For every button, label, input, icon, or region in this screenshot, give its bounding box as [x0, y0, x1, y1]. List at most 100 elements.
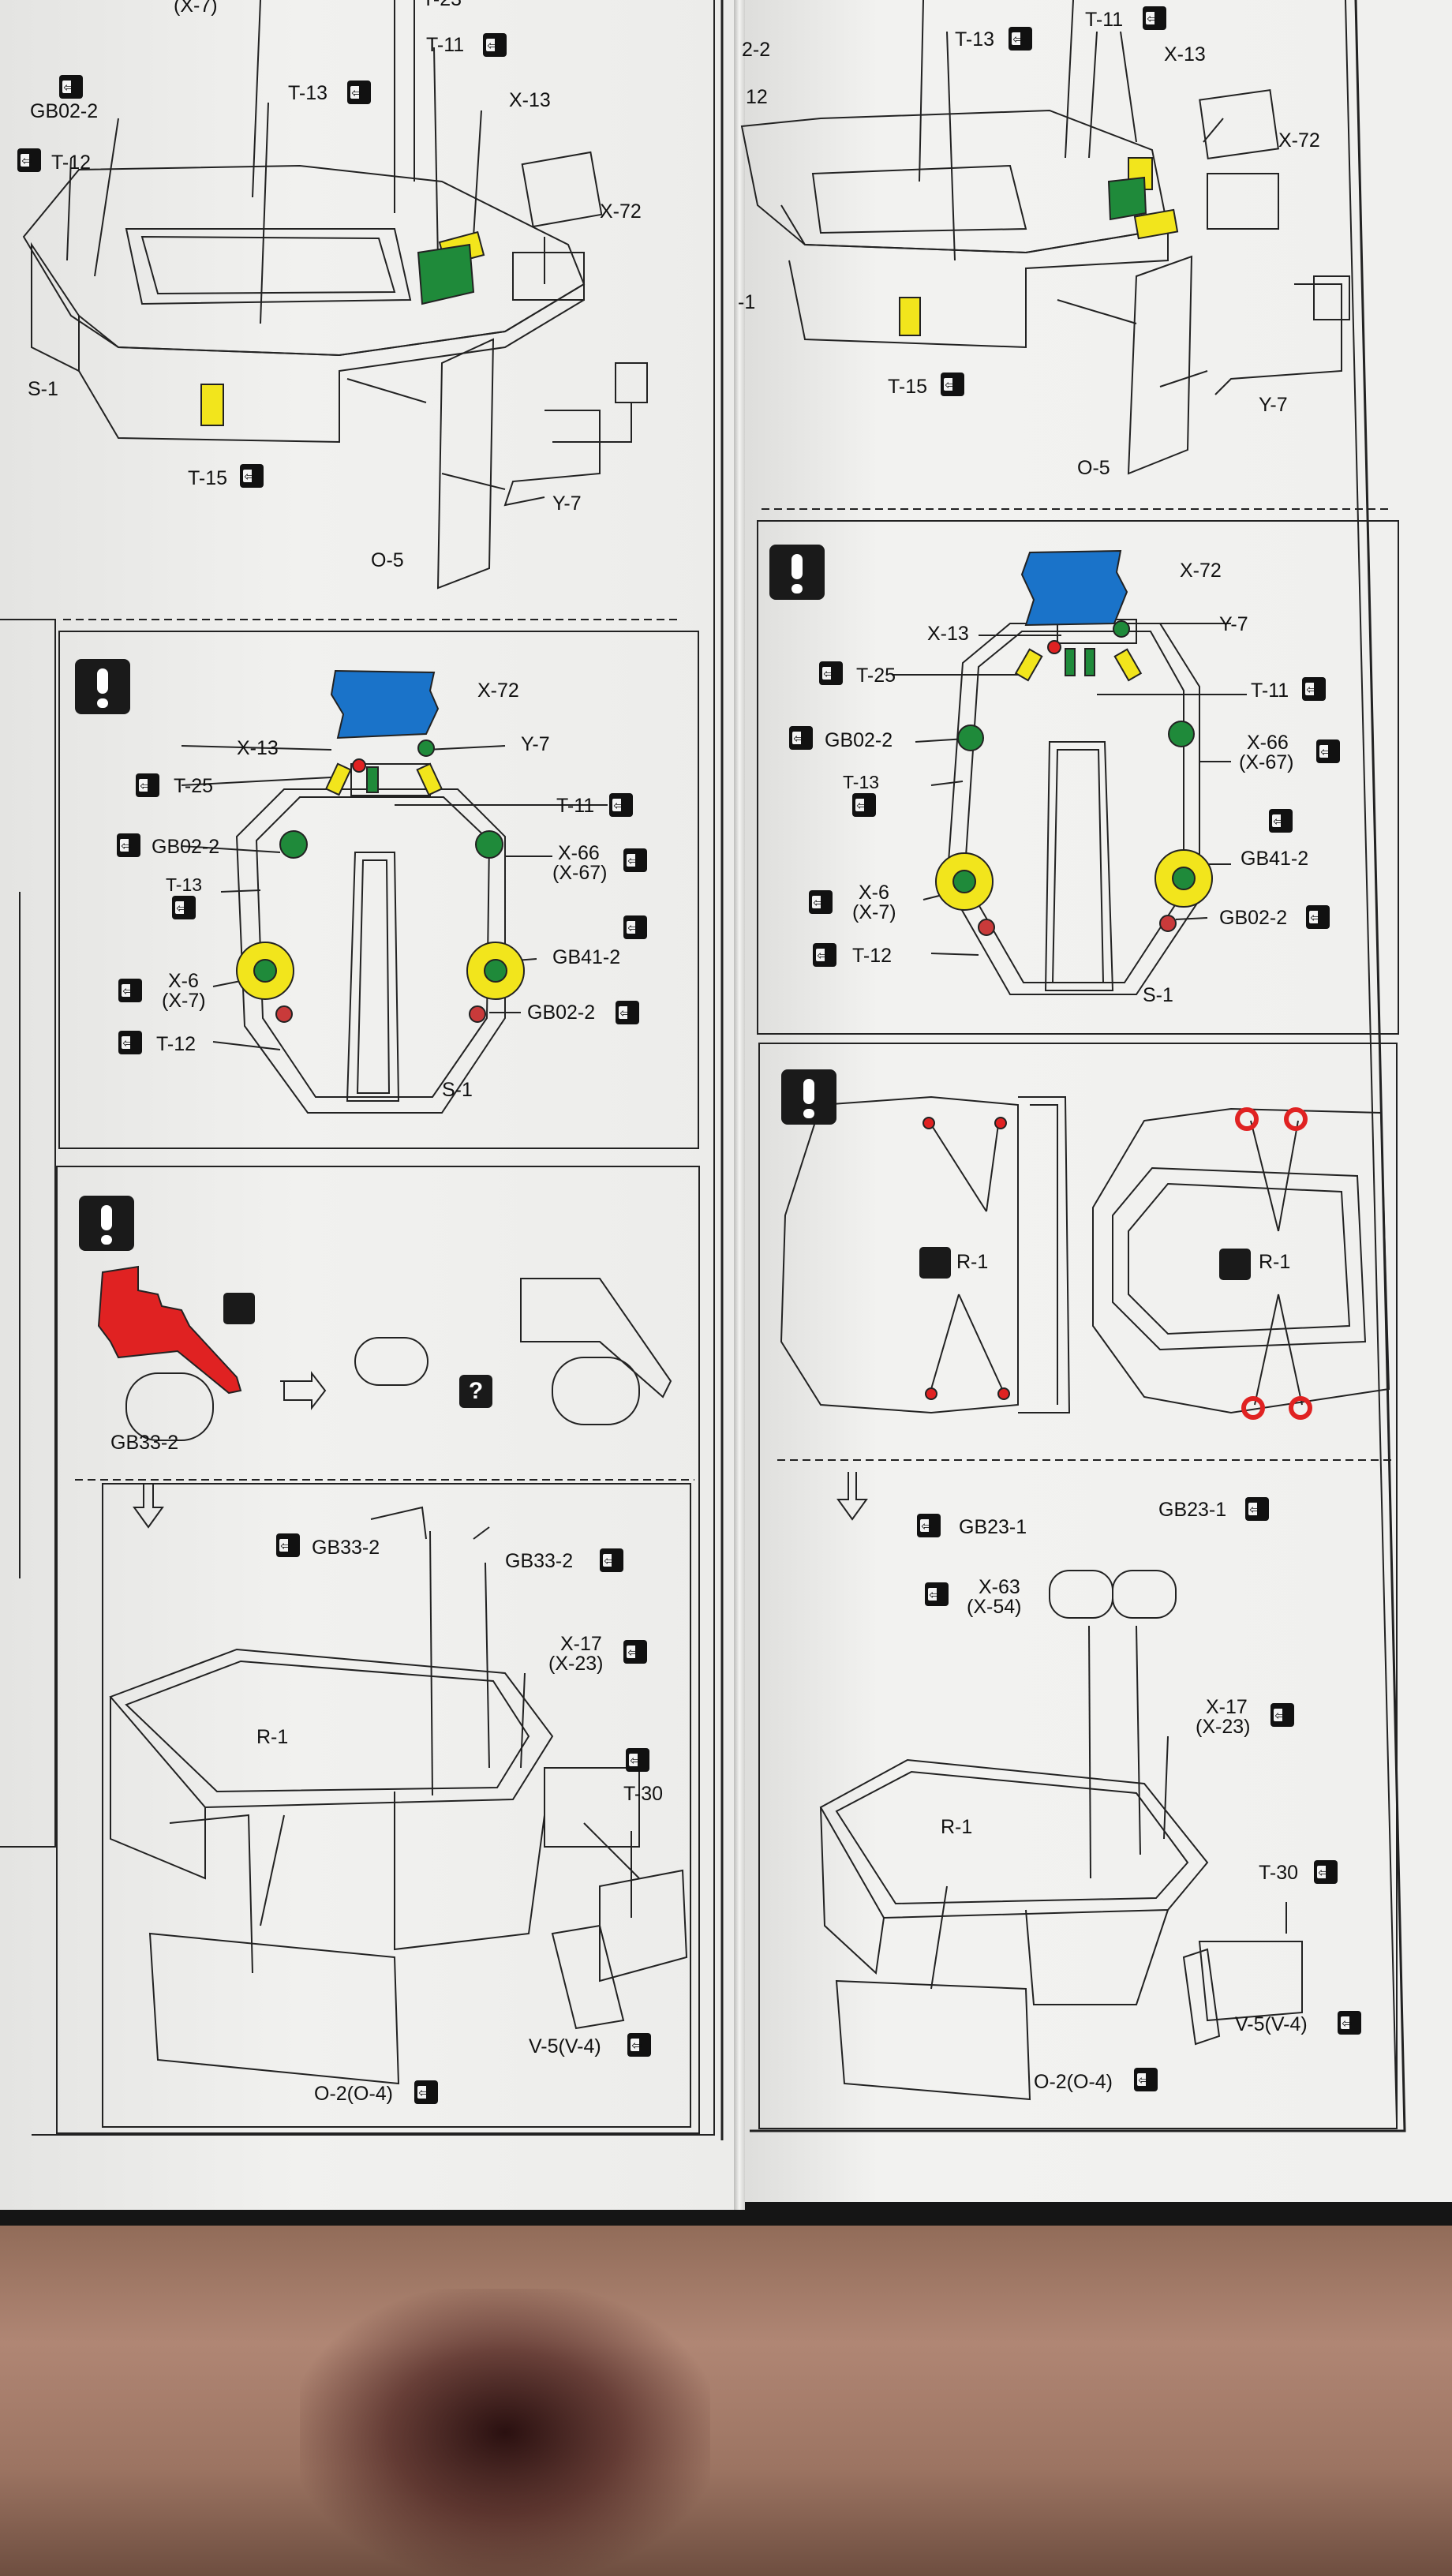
label-x54: (X-54) — [967, 1596, 1022, 1618]
warning-icon — [75, 659, 130, 714]
label-gb02-2-top: GB02-2 — [825, 729, 893, 751]
reference-arrow-icon: ⇦ — [852, 793, 876, 817]
label-x13: X-13 — [237, 737, 279, 759]
label-s1: S-1 — [28, 378, 58, 400]
label-gb41-2: GB41-2 — [1241, 848, 1309, 870]
reference-arrow-icon: ⇦ — [627, 2033, 651, 2057]
label-t13: T-13 — [288, 82, 328, 104]
reference-arrow-icon: ⇦ — [1316, 739, 1340, 763]
reference-arrow-icon: ⇦ — [1306, 905, 1330, 929]
label-y7: Y-7 — [1259, 394, 1288, 416]
reference-arrow-icon: ⇦ — [1134, 2068, 1158, 2091]
warning-icon — [769, 545, 825, 600]
reference-arrow-icon: ⇦ — [609, 793, 633, 817]
label-o2: O-2(O-4) — [314, 2083, 393, 2105]
label-r1-b: R-1 — [1259, 1251, 1291, 1273]
reference-arrow-icon: ⇦ — [1143, 6, 1166, 30]
reference-arrow-icon: ⇦ — [1009, 27, 1032, 51]
reference-arrow-icon: ⇦ — [483, 33, 507, 57]
reference-arrow-icon: ⇦ — [136, 773, 159, 797]
label-x7: (X-7) — [852, 901, 896, 923]
label-gb23-1-b: GB23-1 — [1158, 1499, 1227, 1521]
label-x23: (X-23) — [1196, 1716, 1251, 1738]
label-gb23-1-a: GB23-1 — [959, 1516, 1027, 1538]
label-gb02-2-top: GB02-2 — [152, 836, 220, 858]
label-x72: X-72 — [1180, 560, 1222, 582]
label-gb02-2: 2-2 — [742, 39, 771, 61]
warning-icon — [781, 1069, 836, 1125]
reference-arrow-icon: ⇦ — [1338, 2011, 1361, 2035]
reference-arrow-icon: ⇦ — [1269, 809, 1293, 833]
label-x72: X-72 — [477, 680, 519, 702]
reference-arrow-icon: ⇦ — [1270, 1703, 1294, 1727]
label-r1-a: R-1 — [956, 1251, 989, 1273]
label-t30: T-30 — [623, 1783, 664, 1805]
right-page — [735, 0, 1452, 2202]
label-t11: T-11 — [1085, 9, 1124, 31]
label-t11: T-11 — [556, 795, 595, 817]
label-gb02-2-bottom: GB02-2 — [527, 1002, 596, 1024]
reference-arrow-icon: ⇦ — [118, 979, 142, 1002]
reference-arrow-icon: ⇦ — [118, 1031, 142, 1054]
label-t12: T-12 — [852, 945, 893, 967]
label-r1: R-1 — [941, 1816, 973, 1838]
label-t12: T-12 — [51, 152, 92, 174]
label-t11: T-11 — [1251, 680, 1289, 702]
question-icon: ? — [459, 1375, 492, 1408]
reference-arrow-icon: ⇦ — [59, 75, 83, 99]
label-x13: X-13 — [927, 623, 969, 645]
background-shadow — [300, 2289, 710, 2576]
label-x66: X-66 — [558, 842, 600, 864]
label-t15: T-15 — [188, 467, 228, 489]
label-x23: (X-23) — [548, 1653, 604, 1675]
cement-icon — [919, 1247, 951, 1279]
reference-arrow-icon: ⇦ — [917, 1514, 941, 1537]
label-x7: (X-7) — [174, 0, 218, 17]
reference-arrow-icon: ⇦ — [623, 915, 647, 939]
paint-icon — [1219, 1249, 1251, 1280]
label-v5: V-5(V-4) — [1235, 2013, 1308, 2035]
reference-arrow-icon: ⇦ — [117, 833, 140, 857]
reference-arrow-icon: ⇦ — [1314, 1860, 1338, 1884]
label-gb33-2: GB33-2 — [110, 1432, 179, 1454]
label-t11: T-11 — [426, 34, 465, 56]
label-t13: T-13 — [166, 874, 203, 895]
label-t25: T-25 — [856, 665, 896, 687]
label-x13: X-13 — [509, 89, 551, 111]
reference-arrow-icon: ⇦ — [925, 1582, 949, 1606]
label-x72: X-72 — [600, 200, 642, 223]
label-s1: S-1 — [442, 1079, 473, 1101]
label-y7: Y-7 — [552, 492, 582, 515]
label-t25: T-25 — [174, 775, 214, 797]
label-x72: X-72 — [1278, 129, 1320, 152]
label-t13: T-13 — [955, 28, 995, 51]
background-arm — [0, 2218, 1452, 2576]
label-x6: X-6 — [859, 882, 889, 904]
label-o5: O-5 — [371, 549, 404, 571]
label-x67: (X-67) — [1239, 751, 1294, 773]
label-t30: T-30 — [1259, 1862, 1299, 1884]
reference-arrow-icon: ⇦ — [626, 1748, 649, 1772]
label-x66: X-66 — [1247, 732, 1289, 754]
label-gb02-2: GB02-2 — [30, 100, 99, 122]
label-t23: T-23 — [422, 0, 462, 9]
reference-arrow-icon: ⇦ — [616, 1001, 639, 1024]
page-fold — [734, 0, 745, 2210]
label-y7: Y-7 — [1219, 613, 1248, 635]
reference-arrow-icon: ⇦ — [347, 80, 371, 104]
reference-arrow-icon: ⇦ — [17, 148, 41, 172]
reference-arrow-icon: ⇦ — [1245, 1497, 1269, 1521]
label-gb41-2: GB41-2 — [552, 946, 621, 968]
label-gb33-2-a: GB33-2 — [312, 1537, 380, 1559]
label-y7: Y-7 — [521, 733, 550, 755]
label-x7: (X-7) — [162, 990, 206, 1012]
label-x17: X-17 — [1206, 1696, 1248, 1718]
reference-arrow-icon: ⇦ — [1302, 677, 1326, 701]
reference-arrow-icon: ⇦ — [819, 661, 843, 685]
reference-arrow-icon: ⇦ — [789, 726, 813, 750]
label-x17: X-17 — [560, 1633, 602, 1655]
reference-arrow-icon: ⇦ — [623, 1640, 647, 1664]
label-t13: T-13 — [843, 772, 880, 792]
